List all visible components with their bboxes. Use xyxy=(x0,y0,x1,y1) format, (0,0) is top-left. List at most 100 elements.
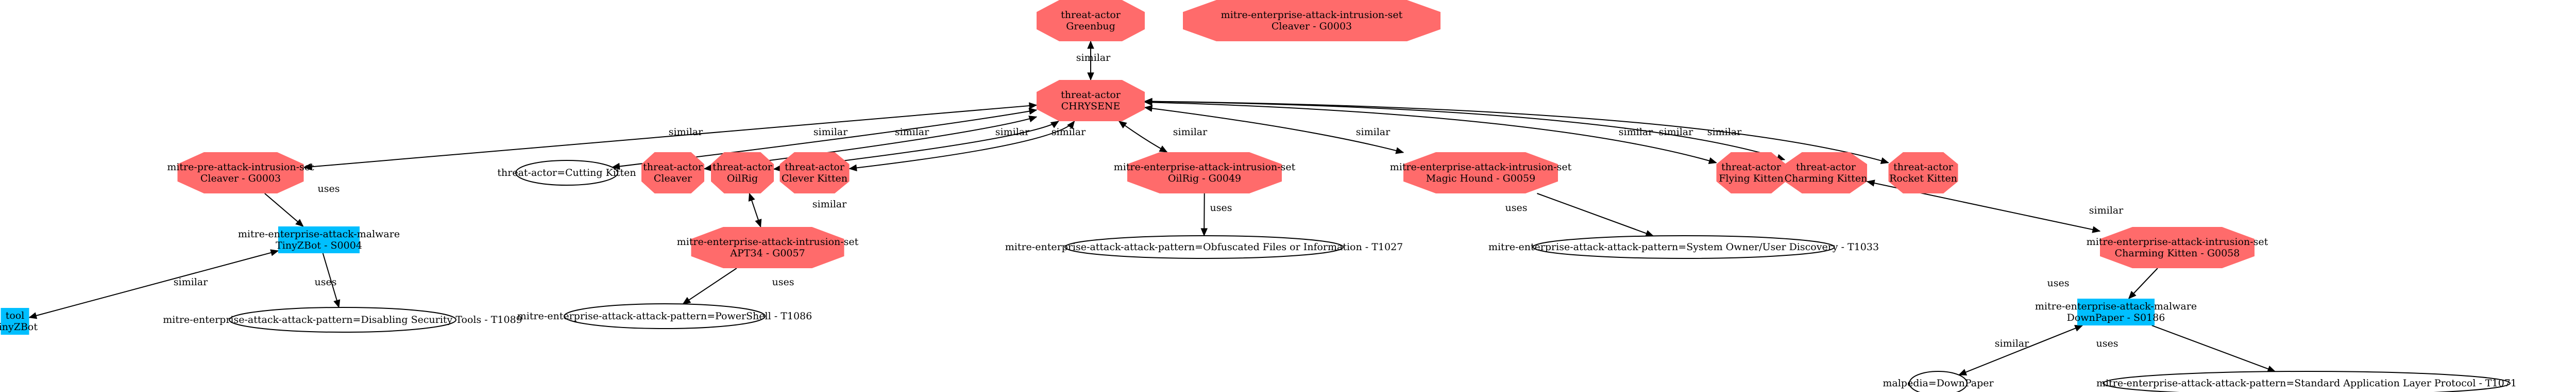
node-name-label: Greenbug xyxy=(1066,21,1115,32)
edge-label: similar xyxy=(995,126,1030,138)
edge-chrysene-flying-kitten: similar xyxy=(1144,99,1717,165)
octagon-shape[interactable] xyxy=(1127,152,1282,193)
node-t1033[interactable]: mitre-enterprise-attack-attack-pattern=S… xyxy=(1488,235,1879,259)
arrowhead-icon xyxy=(270,249,279,256)
octagon-shape[interactable] xyxy=(177,152,304,193)
box-shape[interactable] xyxy=(278,226,360,253)
edge-label: similar xyxy=(1619,126,1653,138)
node-malpedia-downpaper[interactable]: malpedia=DownPaper xyxy=(1883,371,1994,392)
edges-layer: similar similar similar similar similar simil… xyxy=(28,40,2276,375)
arrowhead-icon xyxy=(1028,102,1038,109)
ellipse-shape[interactable] xyxy=(229,307,456,333)
ellipse-shape[interactable] xyxy=(1064,235,1344,259)
node-magic-hound-g0059[interactable]: mitre-enterprise-attack-intrusion-setMag… xyxy=(1390,152,1572,193)
edge-label: uses xyxy=(2047,277,2070,289)
ellipse-shape[interactable] xyxy=(515,160,618,186)
edge-line xyxy=(1958,325,2083,375)
edge-label: uses xyxy=(2096,338,2119,349)
edge-label: similar xyxy=(1995,338,2029,349)
edge-label: similar xyxy=(1356,126,1391,138)
octagon-shape[interactable] xyxy=(1037,80,1145,121)
arrowhead-icon xyxy=(295,219,304,227)
edge-tinyzbot-s0004-tool-tinyzbot: similar xyxy=(28,249,279,319)
node-downpaper-s0186[interactable]: mitre-enterprise-attack-malwareDownPaper… xyxy=(2035,299,2197,325)
arrowhead-icon xyxy=(1159,145,1168,153)
edge-charming-kitten-g0058-downpaper-s0186: uses xyxy=(2047,268,2158,299)
edge-oilrig-g0049-t1027: uses xyxy=(1200,193,1232,237)
node-t1071[interactable]: mitre-enterprise-attack-attack-pattern=S… xyxy=(2096,371,2517,392)
node-name-label: OilRig xyxy=(727,173,758,184)
edge-line xyxy=(1144,101,1785,160)
edge-tinyzbot-s0004-t1089: uses xyxy=(315,253,341,308)
node-name-label: Magic Hound - G0059 xyxy=(1426,173,1535,184)
edge-label: uses xyxy=(1210,202,1232,214)
node-type-label: threat-actor xyxy=(1796,161,1856,173)
node-type-label: mitre-enterprise-attack-intrusion-set xyxy=(1390,161,1572,173)
node-ent-cleaver-g0003[interactable]: mitre-enterprise-attack-intrusion-setCle… xyxy=(1183,0,1440,41)
node-oilrig-g0049[interactable]: mitre-enterprise-attack-intrusion-setOil… xyxy=(1114,152,1296,193)
octagon-shape[interactable] xyxy=(2100,227,2255,268)
edge-line xyxy=(264,193,304,227)
arrowhead-icon xyxy=(1395,147,1404,154)
node-tool-tinyzbot[interactable]: toolTinyZBot xyxy=(0,308,38,335)
node-name-label: OilRig - G0049 xyxy=(1168,173,1241,184)
edge-label: uses xyxy=(772,276,794,288)
octagon-shape[interactable] xyxy=(1037,0,1145,41)
arrowhead-icon xyxy=(1118,121,1127,128)
node-name-label: Charming Kitten - G0058 xyxy=(2115,248,2240,259)
edge-line xyxy=(849,121,1075,170)
node-name-label: threat-actor=Cutting Kitten xyxy=(497,167,636,178)
octagon-shape[interactable] xyxy=(691,227,844,268)
octagon-shape[interactable] xyxy=(779,152,850,193)
ellipse-shape[interactable] xyxy=(564,303,766,329)
node-charming-kitten-g0058[interactable]: mitre-enterprise-attack-intrusion-setCha… xyxy=(2087,227,2268,268)
node-t1086[interactable]: mitre-enterprise-attack-attack-pattern=P… xyxy=(517,303,812,329)
ellipse-shape[interactable] xyxy=(2103,371,2511,392)
octagon-shape[interactable] xyxy=(1183,0,1440,41)
box-shape[interactable] xyxy=(1,308,29,335)
node-name-label: TinyZBot xyxy=(0,321,38,333)
node-type-label: threat-actor xyxy=(713,161,773,173)
octagon-shape[interactable] xyxy=(641,152,704,193)
node-cutting-kitten[interactable]: threat-actor=Cutting Kitten xyxy=(497,160,636,186)
ellipse-shape[interactable] xyxy=(1909,371,1968,392)
octagon-shape[interactable] xyxy=(1888,152,1958,193)
arrowhead-icon xyxy=(333,299,341,308)
node-t1027[interactable]: mitre-enterprise-attack-attack-pattern=O… xyxy=(1005,235,1403,259)
node-tinyzbot-s0004[interactable]: mitre-enterprise-attack-malwareTinyZBot … xyxy=(238,226,400,253)
ellipse-shape[interactable] xyxy=(1532,235,1835,259)
edge-chrysene-magic-hound-g0059: similar xyxy=(1144,105,1404,154)
edge-chrysene-oilrig-g0049: similar xyxy=(1118,121,1208,153)
edge-line xyxy=(29,250,279,318)
edge-label: similar xyxy=(174,276,208,288)
arrowhead-icon xyxy=(1200,228,1208,237)
edge-label: uses xyxy=(1505,202,1528,214)
octagon-shape[interactable] xyxy=(711,152,774,193)
arrowhead-icon xyxy=(1866,179,1875,187)
node-apt34-g0057[interactable]: mitre-enterprise-attack-intrusion-setAPT… xyxy=(677,227,859,268)
octagon-shape[interactable] xyxy=(1716,152,1786,193)
node-name-label: DownPaper - S0186 xyxy=(2067,312,2165,323)
edge-label: similar xyxy=(1052,126,1086,138)
node-type-label: threat-actor xyxy=(643,161,703,173)
node-type-label: mitre-enterprise-attack-intrusion-set xyxy=(1114,161,1296,173)
node-t1089[interactable]: mitre-enterprise-attack-attack-pattern=D… xyxy=(163,307,522,333)
node-type-label: threat-actor xyxy=(1721,161,1782,173)
octagon-shape[interactable] xyxy=(1785,152,1867,193)
arrowhead-icon xyxy=(1050,121,1059,128)
node-type-label: mitre-enterprise-attack-intrusion-set xyxy=(677,236,859,248)
octagon-shape[interactable] xyxy=(1403,152,1558,193)
box-shape[interactable] xyxy=(2077,299,2155,325)
edge-line xyxy=(1537,193,1654,237)
arrowhead-icon xyxy=(1028,116,1038,123)
edge-line xyxy=(1144,101,1889,164)
